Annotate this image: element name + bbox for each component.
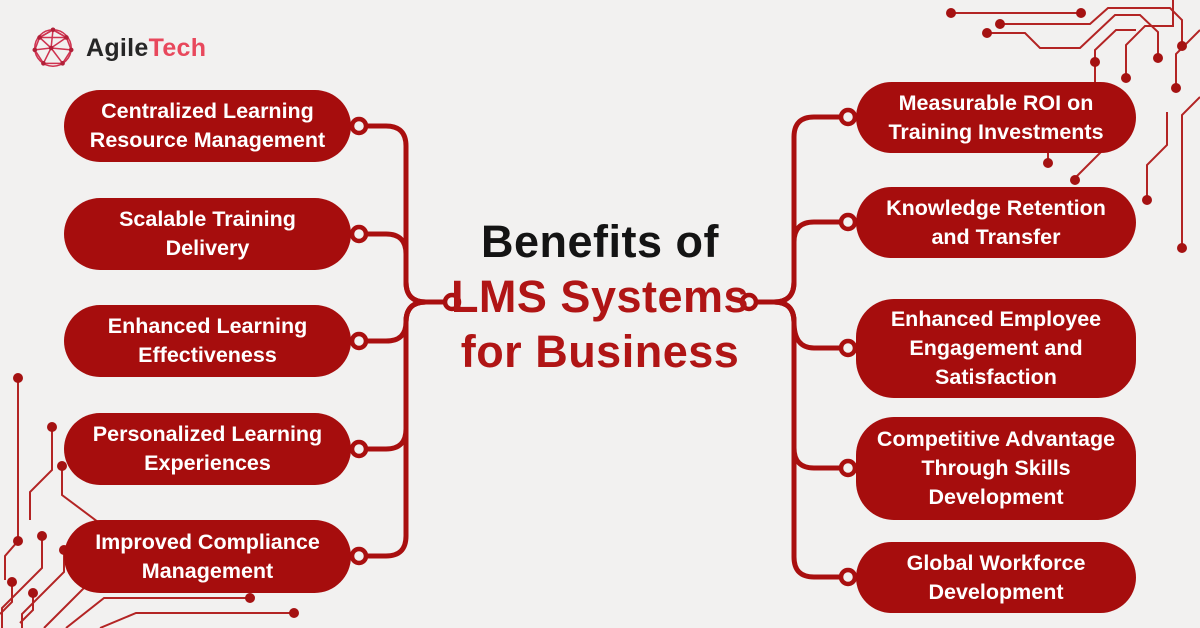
benefit-box-improved-compliance: Improved Compliance Management: [64, 520, 351, 593]
brand-name-tech: Tech: [148, 33, 207, 62]
benefit-box-global-workforce: Global Workforce Development: [856, 542, 1136, 613]
benefit-box-knowledge-retention: Knowledge Retention and Transfer: [856, 187, 1136, 258]
network-sphere-icon: [30, 25, 76, 71]
benefit-box-employee-engagement: Enhanced Employee Engagement and Satisfa…: [856, 299, 1136, 398]
benefit-box-measurable-roi: Measurable ROI on Training Investments: [856, 82, 1136, 153]
title-line-3: for Business: [460, 326, 740, 377]
benefit-box-centralized-learning: Centralized Learning Resource Management: [64, 90, 351, 162]
benefit-box-scalable-training: Scalable Training Delivery: [64, 198, 351, 270]
title-line-1: Benefits of: [480, 216, 719, 267]
benefit-box-enhanced-learning: Enhanced Learning Effectiveness: [64, 305, 351, 377]
page-title: Benefits of LMS Systems for Business: [425, 214, 775, 379]
brand-name: AgileTech: [86, 34, 206, 63]
benefit-box-personalized-learning: Personalized Learning Experiences: [64, 413, 351, 485]
brand-logo: AgileTech: [30, 25, 206, 71]
brand-name-agile: Agile: [86, 33, 149, 62]
title-line-2: LMS Systems: [450, 271, 750, 322]
benefit-box-competitive-advantage: Competitive Advantage Through Skills Dev…: [856, 417, 1136, 520]
